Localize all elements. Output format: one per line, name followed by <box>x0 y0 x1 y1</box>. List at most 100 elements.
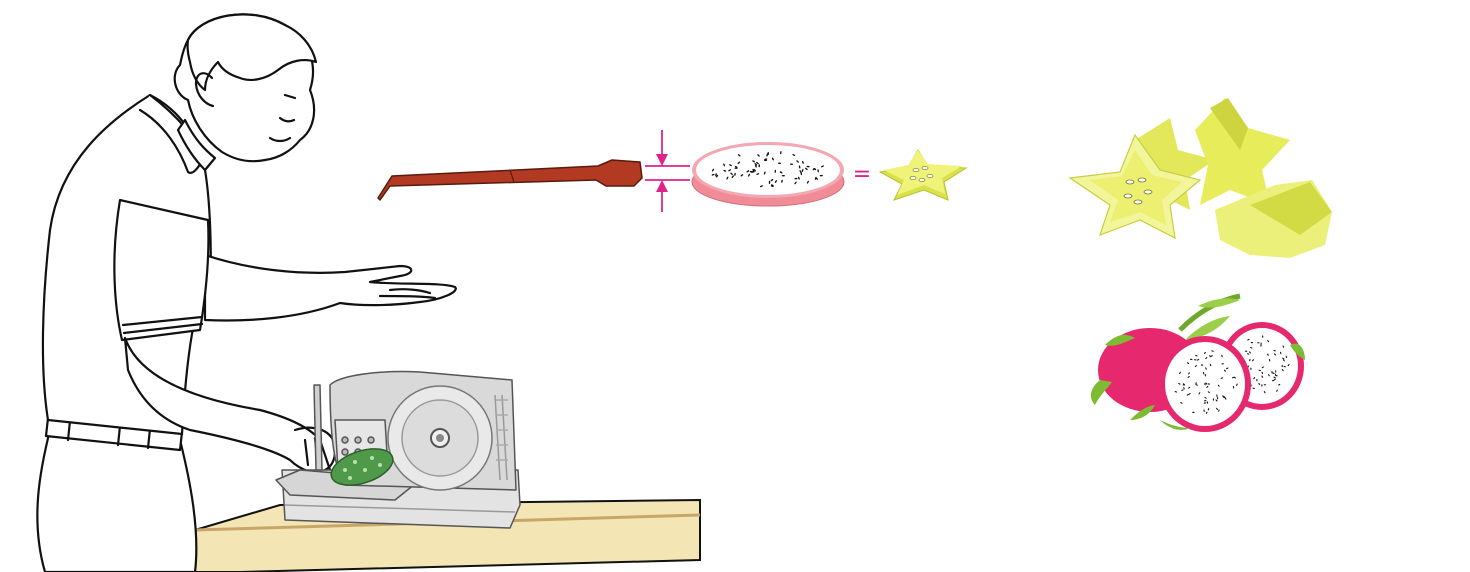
seed-speck <box>1186 362 1190 364</box>
seed-speck <box>798 165 801 169</box>
seed-speck <box>1249 358 1251 362</box>
seed-speck <box>1261 375 1264 378</box>
seed-speck <box>1253 377 1256 380</box>
seed-speck <box>1194 365 1197 368</box>
seed-speck <box>1272 372 1275 374</box>
seed-speck <box>1247 338 1250 341</box>
seed-speck <box>1267 353 1269 356</box>
seed-speck <box>1258 382 1261 386</box>
seed-speck <box>1275 370 1277 373</box>
seed-speck <box>817 169 819 173</box>
seed-speck <box>802 160 804 164</box>
seed-speck <box>1192 411 1195 413</box>
seed-speck <box>1250 367 1252 371</box>
seed-speck <box>1204 382 1206 386</box>
seed-speck <box>1223 369 1226 372</box>
seed-speck <box>800 172 803 176</box>
seed-speck <box>1217 396 1219 400</box>
seed-speck <box>756 161 759 165</box>
seed-speck <box>1188 372 1190 375</box>
seed-speck <box>768 180 771 184</box>
seed-speck <box>764 159 768 162</box>
seed-speck <box>1206 385 1209 388</box>
seed-speck <box>1204 373 1207 377</box>
seed-speck <box>1221 354 1223 358</box>
equals-sign: = <box>853 162 871 187</box>
seed-speck <box>1202 371 1205 375</box>
seed-speck <box>1252 387 1255 389</box>
seed-speck <box>798 176 800 180</box>
seed-speck <box>723 169 727 172</box>
seed-speck <box>754 163 758 166</box>
seed-speck <box>726 176 729 180</box>
seed-speck <box>752 160 756 163</box>
seed-speck <box>734 167 738 169</box>
seed-speck <box>1252 359 1254 362</box>
dragon-fruit-slice <box>691 142 845 207</box>
seed-speck <box>813 168 817 171</box>
seed-speck <box>1210 355 1213 357</box>
seed-speck <box>806 180 809 184</box>
seed-speck <box>1205 357 1208 360</box>
seed-speck <box>737 154 741 157</box>
seed-speck <box>1285 355 1288 359</box>
seed-speck <box>748 173 750 177</box>
seed-speck <box>1207 408 1210 411</box>
seed-speck <box>1258 369 1261 372</box>
seed-speck <box>805 167 808 171</box>
seed-speck <box>1268 374 1270 377</box>
seed-speck <box>1183 387 1185 390</box>
seed-speck <box>1190 358 1193 360</box>
seed-speck <box>1216 407 1218 410</box>
seed-speck <box>1273 378 1277 381</box>
seed-speck <box>794 177 798 180</box>
seed-speck <box>753 168 756 172</box>
star-fruit-whole <box>1068 98 1332 258</box>
seed-speck <box>755 164 757 168</box>
seed-speck <box>729 164 732 167</box>
seed-speck <box>734 172 736 176</box>
seed-speck <box>740 174 744 177</box>
seed-speck <box>770 178 774 182</box>
seed-speck <box>801 168 804 173</box>
dragon-fruit-whole <box>1090 293 1305 432</box>
seed-speck <box>758 164 760 168</box>
seed-speck <box>711 168 715 172</box>
seed-speck <box>1262 335 1264 338</box>
seed-speck <box>774 180 777 183</box>
seed-speck <box>1260 342 1262 346</box>
seed-speck <box>792 154 796 156</box>
seed-speck <box>1203 400 1207 402</box>
seed-speck <box>1275 375 1278 377</box>
seed-speck <box>1195 384 1198 386</box>
seed-speck <box>1273 376 1276 379</box>
seed-speck <box>1249 351 1251 354</box>
seed-speck <box>1200 364 1204 366</box>
seed-speck <box>821 165 824 168</box>
seed-speck <box>723 163 725 167</box>
seed-speck <box>1287 364 1290 367</box>
seed-speck <box>1249 347 1253 349</box>
seed-speck <box>1267 340 1270 343</box>
seed-speck <box>728 169 732 172</box>
seed-speck <box>1182 383 1185 386</box>
seed-speck <box>731 175 734 179</box>
seed-speck <box>1204 397 1207 399</box>
seed-speck <box>751 171 755 173</box>
seed-speck <box>1257 342 1260 344</box>
seed-speck <box>770 185 774 188</box>
seed-speck <box>1244 350 1248 352</box>
seed-speck <box>1205 367 1207 370</box>
seed-speck <box>819 174 823 177</box>
seed-speck <box>1205 382 1208 385</box>
seed-speck <box>781 179 783 183</box>
seed-speck <box>780 151 782 155</box>
seed-speck <box>1281 364 1283 368</box>
seed-speck <box>777 162 782 165</box>
seed-speck <box>1261 384 1263 387</box>
seed-speck <box>1224 397 1227 400</box>
seed-speck <box>1198 392 1201 395</box>
seed-speck <box>1283 365 1286 368</box>
